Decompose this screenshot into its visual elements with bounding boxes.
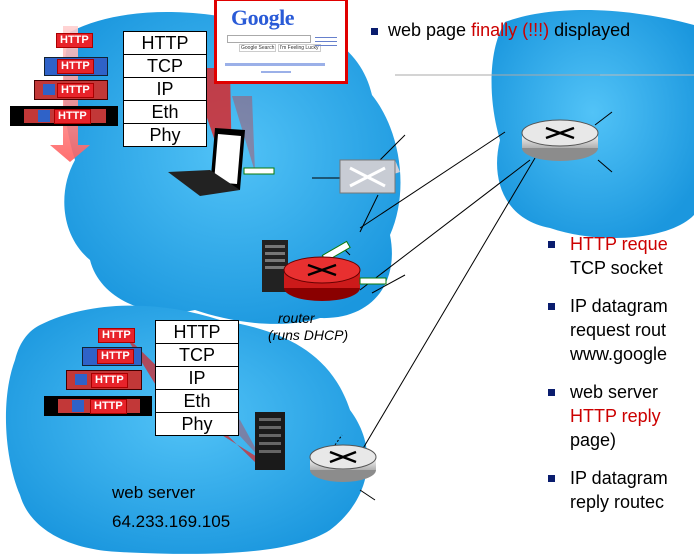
step-item: web server HTTP reply page) <box>548 380 694 452</box>
google-homepage-thumbnail: Google Google Search I'm Feeling Lucky <box>214 0 348 84</box>
layer-eth: Eth <box>155 389 239 413</box>
step-item: IP datagram request rout www.google <box>548 294 694 366</box>
step-item: HTTP reque TCP socket <box>548 232 694 280</box>
layer-http: HTTP <box>155 320 239 344</box>
encap-eth: HTTP <box>10 106 118 126</box>
encap-eth: HTTP <box>44 396 152 416</box>
server-router-icon <box>309 444 377 482</box>
encap-tcp: HTTP <box>44 57 108 76</box>
router-label: router (runs DHCP) <box>268 310 348 344</box>
step1-line2: TCP socket <box>570 258 663 278</box>
server-protocol-stack: HTTP TCP IP Eth Phy <box>155 320 239 436</box>
http-tag: HTTP <box>97 349 134 364</box>
google-search-button: Google Search <box>239 44 277 52</box>
http-tag: HTTP <box>57 83 94 98</box>
step3-line3: page) <box>570 430 617 450</box>
layer-tcp: TCP <box>155 343 239 367</box>
google-search-buttons: Google Search I'm Feeling Lucky <box>239 44 321 52</box>
bullet-marker <box>371 27 378 35</box>
router-label-line1: router <box>278 310 315 326</box>
router-label-line2: (runs DHCP) <box>268 327 349 343</box>
web-server-ip: 64.233.169.105 <box>112 512 231 531</box>
layer-tcp: TCP <box>123 54 207 78</box>
http-tag: HTTP <box>57 59 94 74</box>
layer-eth: Eth <box>123 100 207 124</box>
google-search-box <box>227 35 311 43</box>
layer-phy: Phy <box>123 123 207 147</box>
step2-line1: IP datagram <box>570 296 668 316</box>
encap-http: HTTP <box>54 33 104 48</box>
layer-ip: IP <box>155 366 239 390</box>
internet-cloud <box>491 10 694 238</box>
step4-line2: reply routec <box>570 492 665 512</box>
google-side-links <box>315 37 337 49</box>
google-links <box>225 63 325 66</box>
web-server-icon <box>255 412 285 470</box>
layer-ip: IP <box>123 77 207 101</box>
feeling-lucky-button: I'm Feeling Lucky <box>277 44 321 52</box>
step3-line2: HTTP reply <box>570 406 661 426</box>
encap-http: HTTP <box>96 328 146 343</box>
http-tag: HTTP <box>90 399 127 414</box>
http-tag: HTTP <box>56 33 93 48</box>
encap-tcp: HTTP <box>82 347 142 366</box>
http-tag: HTTP <box>91 373 128 388</box>
web-server-label: web server <box>112 483 196 502</box>
switch-icon <box>339 159 400 194</box>
encap-ip: HTTP <box>66 370 142 390</box>
step3-line1: web server <box>570 382 659 402</box>
layer-phy: Phy <box>155 412 239 436</box>
dhcp-router-icon <box>283 256 387 301</box>
step1-line1: HTTP reque <box>570 234 668 254</box>
http-tag: HTTP <box>98 328 135 343</box>
client-protocol-stack: HTTP TCP IP Eth Phy <box>123 31 207 147</box>
layer-http: HTTP <box>123 31 207 55</box>
step4-line1: IP datagram <box>570 468 668 488</box>
top-bullet-post: displayed <box>554 20 631 40</box>
top-bullet-highlight: finally (!!!) <box>471 20 550 40</box>
google-logo: Google <box>231 5 295 30</box>
internet-router-icon <box>521 119 599 161</box>
laptop-icon <box>168 128 275 196</box>
step2-line3: www.google <box>570 344 668 364</box>
http-tag: HTTP <box>54 109 91 124</box>
step-item: IP datagram reply routec <box>548 466 694 514</box>
top-bullet-pre: web page <box>388 20 467 40</box>
google-footer <box>261 71 291 73</box>
encap-ip: HTTP <box>34 80 108 100</box>
top-bullet: web page finally (!!!) displayed <box>371 20 630 41</box>
steps-list: HTTP reque TCP socket IP datagram reques… <box>548 232 694 528</box>
step2-line2: request rout <box>570 320 667 340</box>
